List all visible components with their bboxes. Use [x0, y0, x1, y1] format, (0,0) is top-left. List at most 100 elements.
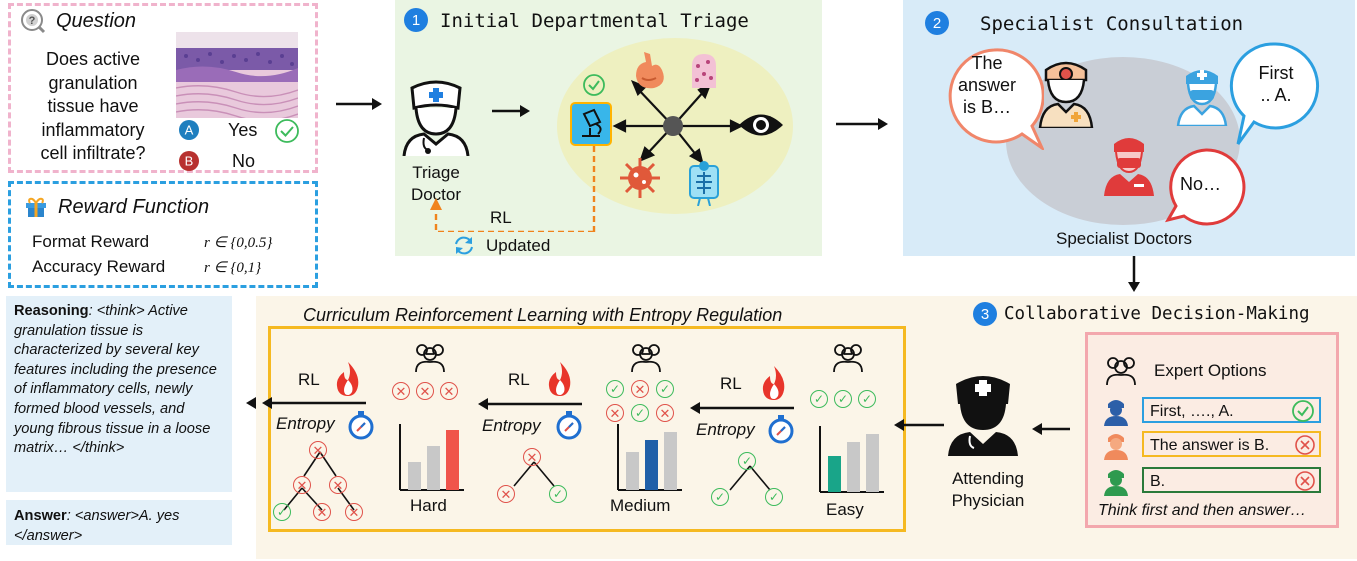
gastro-dept-icon	[636, 52, 664, 89]
hard-difficulty-bars	[399, 424, 464, 491]
specialist-doctors-label: Specialist Doctors	[1056, 229, 1193, 248]
option-b-text: No	[232, 151, 256, 171]
easy-tree-node: ✓	[711, 488, 729, 506]
stopwatch-icon	[348, 411, 374, 440]
svg-text:B: B	[185, 154, 194, 169]
medium-tree-node: ✕	[497, 485, 515, 504]
expert-avatar-blue	[1104, 400, 1128, 426]
entropy-label-hard: Entropy	[276, 414, 335, 433]
ophthalmology-dept-icon	[739, 114, 783, 136]
accuracy-reward-label: Accuracy Reward	[32, 257, 166, 276]
easy-tree-node: ✓	[738, 452, 756, 470]
entropy-label-easy: Entropy	[696, 420, 755, 439]
expert-option-1: First, …., A.	[1142, 397, 1321, 423]
svg-text:A: A	[185, 123, 194, 138]
expert-option-2: The answer is B.	[1142, 431, 1321, 457]
fire-icon	[336, 362, 359, 396]
hard-tree-node: ✕	[313, 503, 331, 522]
answer-text: Answer: <answer>A. yes </answer>	[14, 508, 180, 544]
arrow-options-to-attending	[1032, 423, 1070, 435]
question-box	[8, 3, 318, 173]
reasoning-box	[6, 296, 232, 492]
answer-bubble-a	[1229, 42, 1320, 145]
gift-icon	[26, 197, 46, 217]
entropy-label-medium: Entropy	[482, 416, 541, 435]
medium-difficulty-bars	[617, 424, 682, 491]
svg-text:?: ?	[29, 15, 36, 27]
arrow-easy-to-medium	[690, 402, 794, 414]
arrow-hard-out	[262, 397, 366, 409]
easy-reasoning-tree	[729, 465, 771, 491]
expert-options-header: Expert Options	[1154, 361, 1267, 380]
expert-group-icon	[415, 344, 445, 373]
arrow-to-collaboration	[1128, 256, 1140, 292]
histology-image	[176, 32, 298, 118]
stage-3-title: Collaborative Decision-Making	[1004, 304, 1310, 324]
reasoning-text: Reasoning: <think> Active granulation ti…	[14, 303, 217, 457]
option-3-cross-icon	[1295, 471, 1315, 491]
level-easy: Easy	[826, 500, 864, 519]
expert-options-footer: Think first and then answer…	[1098, 502, 1307, 519]
question-text: Does active granulation tissue have infl…	[40, 49, 146, 163]
medium-tree-node: ✕	[523, 448, 541, 467]
arrow-attending-to-curriculum	[894, 419, 944, 431]
stopwatch-icon	[768, 415, 794, 444]
fire-icon	[762, 366, 785, 400]
easy-difficulty-bars	[819, 426, 884, 493]
easy-sample-results: ✓✓✓	[810, 390, 876, 408]
stage-2-title: Specialist Consultation	[980, 13, 1244, 35]
expert-group-icon	[1106, 357, 1136, 386]
rl-label: RL	[490, 208, 512, 227]
stage-1-badge: 1	[404, 8, 428, 32]
option-a-badge: A	[179, 120, 199, 140]
updated-label: Updated	[486, 236, 551, 255]
svg-text:2: 2	[933, 15, 941, 32]
bubble-3-text: No…	[1180, 174, 1222, 194]
attending-physician-icon	[948, 376, 1018, 456]
level-medium: Medium	[610, 496, 671, 515]
medium-tree-node: ✓	[549, 485, 567, 503]
rl-feedback-arrow	[430, 146, 596, 232]
department-hub	[557, 38, 793, 214]
selected-check-icon	[583, 74, 605, 96]
specialist-doctor-2-icon	[1176, 70, 1228, 126]
triage-doctor-icon	[402, 80, 470, 156]
bubble-2-text: First.. A.	[1258, 63, 1294, 105]
option-b-badge: B	[179, 151, 199, 171]
hard-tree-node: ✕	[309, 441, 327, 460]
stopwatch-icon	[556, 411, 582, 440]
specialist-doctor-1-icon	[1038, 61, 1094, 128]
accuracy-reward-formula: r ∈ {0,1}	[204, 260, 262, 276]
answer-bubble-b	[948, 48, 1044, 150]
option-1-check-icon	[1292, 400, 1314, 422]
option-a-text: Yes	[228, 120, 258, 140]
hard-sample-results: ✕✕✕	[392, 382, 458, 400]
answer-box	[6, 500, 232, 545]
medium-reasoning-tree	[513, 461, 555, 487]
rl-label-hard: RL	[298, 370, 320, 389]
level-hard: Hard	[410, 496, 447, 515]
expert-option-3: B.	[1142, 467, 1321, 493]
stage-3-badge: 3	[973, 302, 997, 326]
hard-tree-node: ✕	[293, 476, 311, 495]
format-reward-label: Format Reward	[32, 232, 150, 251]
fire-icon	[548, 362, 571, 396]
arrow-medium-to-hard	[478, 398, 582, 410]
arrow-to-triage	[336, 98, 382, 110]
medium-sample-results: ✓✕✓ ✕✓✕	[606, 380, 674, 422]
hard-tree-node: ✓	[273, 503, 291, 521]
check-icon	[275, 119, 299, 143]
expert-group-icon	[631, 344, 661, 373]
svg-text:1: 1	[412, 12, 420, 29]
expert-avatar-orange	[1104, 434, 1128, 460]
dermatology-dept-icon	[692, 54, 716, 88]
specialist-doctor-3-icon	[1104, 138, 1154, 196]
radiology-dept-icon	[689, 161, 719, 206]
option-2-cross-icon	[1295, 435, 1315, 455]
question-header: Question	[56, 10, 137, 32]
arrow-doctor-to-departments	[492, 105, 530, 117]
stage-2-badge: 2	[925, 11, 949, 35]
svg-text:3: 3	[981, 306, 989, 323]
reward-header: Reward Function	[58, 196, 210, 218]
